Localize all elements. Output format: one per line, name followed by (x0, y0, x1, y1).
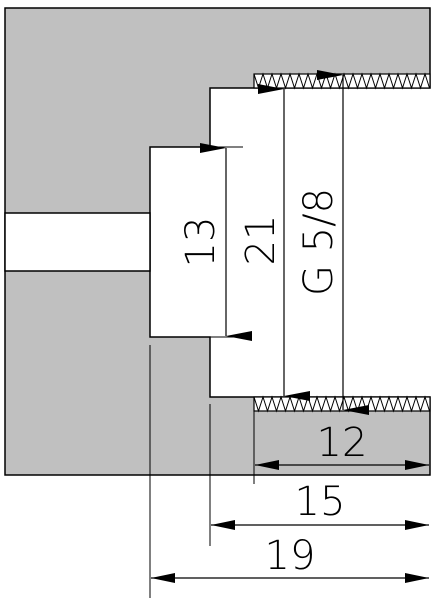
dim-label-21: 21 (238, 215, 284, 266)
thread-hatch-bottom (253, 395, 431, 413)
thread-hatch-top (253, 72, 431, 90)
dim-label-19: 19 (265, 533, 316, 579)
dim-label-15: 15 (295, 479, 346, 525)
through-hole (4, 212, 151, 272)
dim-label-12: 12 (317, 420, 368, 466)
dim-label-thread: G 5/8 (296, 188, 342, 296)
dim-label-13: 13 (178, 217, 224, 268)
